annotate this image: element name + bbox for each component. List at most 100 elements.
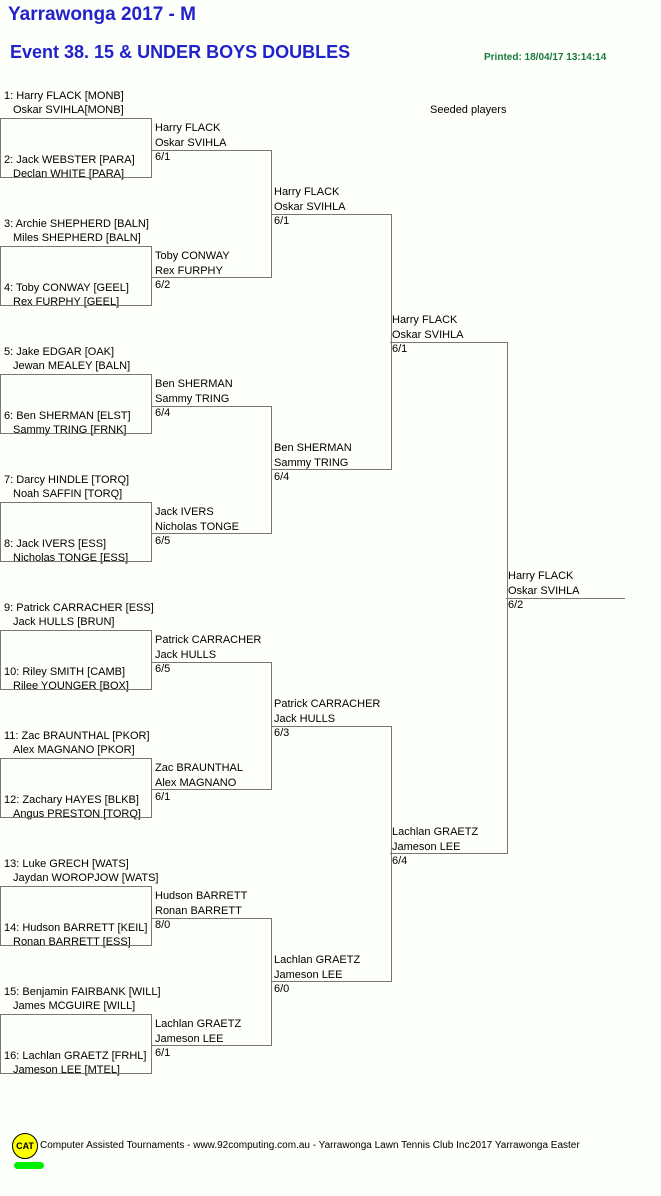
winner-player-2: Jack HULLS [155, 648, 217, 661]
winner-player-2: Alex MAGNANO [155, 776, 237, 789]
match-box-r1-1 [0, 118, 152, 178]
winner-player-2: Oskar SVIHLA [392, 328, 464, 341]
r3-score-2: 6/4 [274, 471, 290, 483]
entry-player-1: Zachary HAYES [BLKB] [22, 794, 139, 806]
r4-score-2: 6/4 [392, 855, 408, 867]
winner-player-1: Harry FLACK [392, 314, 458, 326]
match-box-r1-2 [0, 246, 152, 306]
entry-player-1: Harry FLACK [MONB] [16, 90, 124, 102]
match-box-r1-3 [0, 374, 152, 434]
winner-player-2: Sammy TRING [155, 392, 230, 405]
winner-player-1: Lachlan GRAETZ [392, 826, 479, 838]
entry-player-2: Miles SHEPHERD [BALN] [13, 231, 141, 244]
entry-seed: 13: [4, 858, 20, 870]
entry-seed: 4: [4, 282, 14, 294]
winner-player-1: Ben SHERMAN [274, 442, 352, 454]
logo-underline-bar [14, 1162, 44, 1169]
entry-player-1: Riley SMITH [CAMB] [22, 666, 126, 678]
winner-player-2: Jameson LEE [274, 968, 343, 981]
entry-player-2: Jack HULLS [BRUN] [13, 615, 115, 628]
entry-seed: 6: [4, 410, 14, 422]
draw-entry-9: 9: Patrick CARRACHER [ESS]Jack HULLS [BR… [4, 602, 154, 629]
entry-player-1: Darcy HINDLE [TORQ] [16, 474, 130, 486]
draw-entry-3: 3: Archie SHEPHERD [BALN]Miles SHEPHERD … [4, 218, 149, 245]
entry-player-1: Archie SHEPHERD [BALN] [15, 218, 149, 230]
footer-credit: Computer Assisted Tournaments - www.92co… [40, 1140, 473, 1151]
entry-player-1: Luke GRECH [WATS] [22, 858, 129, 870]
entry-seed: 15: [4, 986, 20, 998]
winner-player-2: Oskar SVIHLA [508, 584, 580, 597]
page-title: Yarrawonga 2017 - M [8, 4, 196, 25]
r2-score-2: 6/2 [155, 279, 171, 291]
entry-seed: 3: [4, 218, 14, 230]
match-box-r1-7 [0, 886, 152, 946]
seeded-players-label: Seeded players [430, 104, 507, 116]
draw-entry-1: 1: Harry FLACK [MONB]Oskar SVIHLA[MONB] [4, 90, 124, 117]
cat-logo-icon: CAT [12, 1133, 38, 1159]
r3-score-3: 6/3 [274, 727, 290, 739]
entry-seed: 5: [4, 346, 14, 358]
draw-entry-7: 7: Darcy HINDLE [TORQ]Noah SAFFIN [TORQ] [4, 474, 129, 501]
r4-score-1: 6/1 [392, 343, 408, 355]
winner-player-1: Patrick CARRACHER [274, 698, 381, 710]
match-box-r3-2 [272, 726, 392, 982]
r3-score-4: 6/0 [274, 983, 290, 995]
entry-player-2: Noah SAFFIN [TORQ] [13, 487, 123, 500]
winner-player-1: Toby CONWAY [155, 250, 230, 262]
entry-player-2: Ronan BARRETT [ESS] [13, 935, 131, 948]
entry-player-1: Hudson BARRETT [KEIL] [22, 922, 148, 934]
winner-player-2: Jameson LEE [392, 840, 461, 853]
draw-entry-6: 6: Ben SHERMAN [ELST]Sammy TRING [FRNK] [4, 410, 131, 437]
printed-timestamp: Printed: 18/04/17 13:14:14 [484, 52, 607, 63]
r2-score-4: 6/5 [155, 535, 171, 547]
r2-score-5: 6/5 [155, 663, 171, 675]
winner-player-1: Ben SHERMAN [155, 378, 233, 390]
match-box-r1-5 [0, 630, 152, 690]
entry-player-2: Sammy TRING [FRNK] [13, 423, 127, 436]
winner-player-1: Jack IVERS [155, 506, 214, 518]
winner-player-2: Jameson LEE [155, 1032, 224, 1045]
winner-player-1: Lachlan GRAETZ [274, 954, 361, 966]
entry-seed: 12: [4, 794, 20, 806]
entry-player-2: Declan WHITE [PARA] [13, 167, 125, 180]
r2-winner-3: Ben SHERMAN Sammy TRING [155, 377, 233, 406]
winner-player-1: Hudson BARRETT [155, 890, 248, 902]
winner-player-2: Rex FURPHY [155, 264, 223, 277]
winner-player-1: Harry FLACK [508, 570, 574, 582]
r2-score-7: 8/0 [155, 919, 171, 931]
winner-player-1: Harry FLACK [155, 122, 221, 134]
entry-player-1: Patrick CARRACHER [ESS] [16, 602, 154, 614]
match-box-r3-1 [272, 214, 392, 470]
match-box-r2-1 [152, 150, 272, 278]
entry-player-2: Rilee YOUNGER [BOX] [13, 679, 129, 692]
winner-player-2: Oskar SVIHLA [155, 136, 227, 149]
entry-player-1: Ben SHERMAN [ELST] [16, 410, 131, 422]
event-title: Event 38. 15 & UNDER BOYS DOUBLES [10, 42, 351, 62]
r2-winner-1: Harry FLACK Oskar SVIHLA [155, 121, 227, 150]
r3-score-1: 6/1 [274, 215, 290, 227]
draw-entry-13: 13: Luke GRECH [WATS]Jaydan WOROPJOW [WA… [4, 858, 158, 885]
r2-score-3: 6/4 [155, 407, 171, 419]
entry-seed: 14: [4, 922, 20, 934]
entry-seed: 7: [4, 474, 14, 486]
champion-underline [506, 598, 625, 599]
footer-event-name: 2017 Yarrawonga Easter [470, 1140, 580, 1151]
draw-entry-12: 12: Zachary HAYES [BLKB]Angus PRESTON [T… [4, 794, 141, 821]
entry-player-2: Oskar SVIHLA[MONB] [13, 103, 124, 116]
r2-score-6: 6/1 [155, 791, 171, 803]
entry-player-2: Rex FURPHY [GEEL] [13, 295, 120, 308]
match-box-r2-4 [152, 918, 272, 1046]
draw-entry-8: 8: Jack IVERS [ESS]Nicholas TONGE [ESS] [4, 538, 128, 565]
match-box-r4-1 [390, 342, 508, 854]
match-box-r1-4 [0, 502, 152, 562]
entry-seed: 8: [4, 538, 14, 550]
entry-player-2: Jameson LEE [MTEL] [13, 1063, 120, 1076]
match-box-r2-3 [152, 662, 272, 790]
champion-name: Harry FLACK Oskar SVIHLA [508, 569, 580, 598]
entry-player-2: Alex MAGNANO [PKOR] [13, 743, 135, 756]
